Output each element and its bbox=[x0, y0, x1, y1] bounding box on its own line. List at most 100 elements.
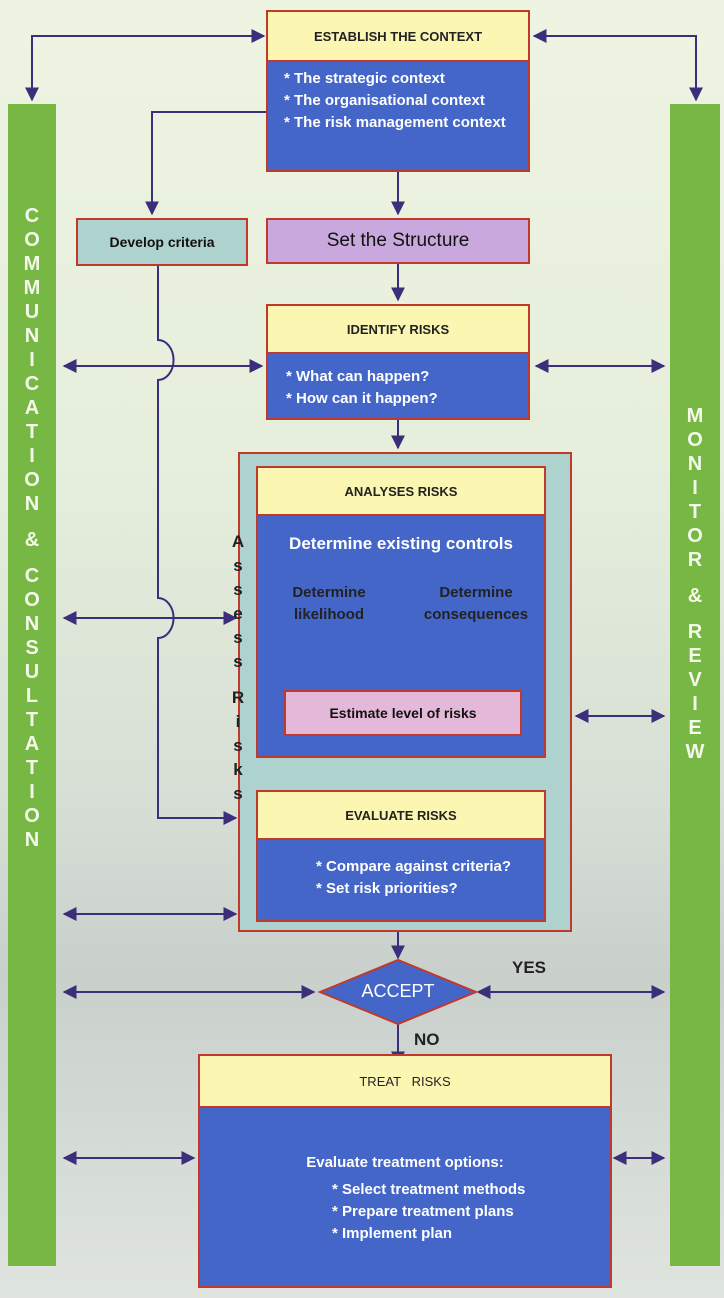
no-label: NO bbox=[414, 1030, 440, 1049]
vertical-letter bbox=[226, 674, 250, 686]
treatment-item: * Select treatment methods bbox=[332, 1181, 526, 1198]
vertical-letter: U bbox=[24, 301, 40, 323]
vertical-letter: e bbox=[233, 604, 243, 623]
vertical-letter: M bbox=[23, 277, 41, 299]
accept-diamond bbox=[317, 958, 479, 1026]
treatment-options-heading: Evaluate treatment options: bbox=[306, 1154, 504, 1171]
identify-risks-title-text: IDENTIFY RISKS bbox=[346, 321, 450, 337]
vertical-letter: R bbox=[687, 621, 703, 643]
vertical-letter: L bbox=[25, 685, 39, 707]
vertical-letter: R bbox=[231, 688, 245, 707]
vertical-letter: O bbox=[687, 429, 703, 451]
establish-item: * The risk management context bbox=[284, 114, 506, 131]
establish-context-title: ESTABLISH THE CONTEXT bbox=[266, 10, 530, 62]
likelihood-label: Determine likelihood bbox=[270, 582, 388, 626]
vertical-letter: & bbox=[687, 585, 703, 607]
vertical-letter: I bbox=[29, 349, 35, 371]
vertical-letter: O bbox=[687, 525, 703, 547]
vertical-letter: s bbox=[233, 652, 243, 671]
accept-label: ACCEPT bbox=[361, 981, 435, 1001]
estimate-level-box: Estimate level of risks bbox=[284, 690, 522, 736]
vertical-letter: S bbox=[25, 637, 39, 659]
identify-item: * How can it happen? bbox=[286, 390, 438, 407]
establish-context-title-text: ESTABLISH THE CONTEXT bbox=[313, 28, 483, 44]
evaluate-item: * Compare against criteria? bbox=[316, 858, 512, 875]
vertical-letter: O bbox=[24, 229, 40, 251]
vertical-letter: N bbox=[687, 453, 703, 475]
vertical-letter: A bbox=[24, 397, 40, 419]
evaluate-item: * Set risk priorities? bbox=[316, 880, 458, 897]
identify-risks-body: * What can happen? * How can it happen? bbox=[266, 352, 530, 420]
develop-criteria-box: Develop criteria bbox=[76, 218, 248, 266]
establish-item: * The organisational context bbox=[284, 92, 485, 109]
treat-risks-title: TREAT RISKS bbox=[198, 1054, 612, 1108]
vertical-letter: I bbox=[692, 477, 698, 499]
treat-risks-body: Evaluate treatment options: * Select tre… bbox=[198, 1106, 612, 1288]
vertical-letter: E bbox=[688, 717, 702, 739]
existing-controls-heading: Determine existing controls bbox=[289, 534, 513, 553]
establish-context-body: * The strategic context * The organisati… bbox=[266, 60, 530, 172]
analyse-risks-title: ANALYSES RISKS bbox=[256, 466, 546, 516]
consequences-line: Determine bbox=[439, 584, 513, 601]
vertical-letter: N bbox=[24, 829, 40, 851]
develop-criteria-label: Develop criteria bbox=[109, 234, 215, 250]
vertical-letter: V bbox=[688, 669, 702, 691]
consequences-line: consequences bbox=[423, 606, 529, 623]
evaluate-risks-title: EVALUATE RISKS bbox=[256, 790, 546, 840]
vertical-letter: T bbox=[25, 421, 39, 443]
vertical-letter: O bbox=[24, 589, 40, 611]
vertical-letter: C bbox=[24, 205, 40, 227]
vertical-letter: I bbox=[692, 693, 698, 715]
vertical-letter: & bbox=[24, 529, 40, 551]
vertical-letter: C bbox=[24, 565, 40, 587]
vertical-letter: W bbox=[685, 741, 705, 763]
vertical-letter: O bbox=[24, 469, 40, 491]
vertical-letter: M bbox=[23, 253, 41, 275]
evaluate-risks-title-text: EVALUATE RISKS bbox=[345, 807, 457, 823]
vertical-letter: N bbox=[24, 325, 40, 347]
consequences-label: Determine consequences bbox=[408, 582, 544, 626]
vertical-letter: s bbox=[233, 736, 243, 755]
identify-risks-title: IDENTIFY RISKS bbox=[266, 304, 530, 354]
vertical-letter: s bbox=[233, 628, 243, 647]
likelihood-line: likelihood bbox=[293, 606, 364, 623]
vertical-letter: I bbox=[29, 781, 35, 803]
vertical-letter: s bbox=[233, 784, 243, 803]
treatment-items: * Select treatment methods * Prepare tre… bbox=[332, 1179, 610, 1245]
set-structure-box: Set the Structure bbox=[266, 218, 530, 264]
vertical-letter: U bbox=[24, 661, 40, 683]
vertical-letter: T bbox=[25, 757, 39, 779]
vertical-letter: A bbox=[231, 532, 245, 551]
analyse-risks-title-text: ANALYSES RISKS bbox=[344, 483, 458, 499]
vertical-letter: I bbox=[29, 445, 35, 467]
treat-risks-title-text: TREAT RISKS bbox=[359, 1073, 451, 1089]
vertical-letter: i bbox=[235, 712, 241, 731]
vertical-letter: E bbox=[688, 645, 702, 667]
vertical-letter: M bbox=[686, 405, 704, 427]
vertical-letter: O bbox=[24, 805, 40, 827]
treatment-item: * Prepare treatment plans bbox=[332, 1203, 514, 1220]
vertical-letter: N bbox=[24, 493, 40, 515]
vertical-letter: T bbox=[25, 709, 39, 731]
vertical-letter: R bbox=[687, 549, 703, 571]
vertical-letter: s bbox=[233, 580, 243, 599]
vertical-letter: A bbox=[24, 733, 40, 755]
vertical-letter: k bbox=[233, 760, 243, 779]
vertical-letter: N bbox=[24, 613, 40, 635]
identify-item: * What can happen? bbox=[286, 368, 430, 385]
establish-item: * The strategic context bbox=[284, 70, 445, 87]
likelihood-line: Determine bbox=[292, 584, 366, 601]
vertical-letter: s bbox=[233, 556, 243, 575]
estimate-level-label: Estimate level of risks bbox=[329, 705, 477, 721]
set-structure-label: Set the Structure bbox=[326, 230, 470, 251]
vertical-letter: C bbox=[24, 373, 40, 395]
evaluate-risks-body: * Compare against criteria? * Set risk p… bbox=[256, 838, 546, 922]
treatment-item: * Implement plan bbox=[332, 1225, 453, 1242]
yes-label: YES bbox=[512, 958, 547, 977]
vertical-letter: T bbox=[688, 501, 702, 523]
